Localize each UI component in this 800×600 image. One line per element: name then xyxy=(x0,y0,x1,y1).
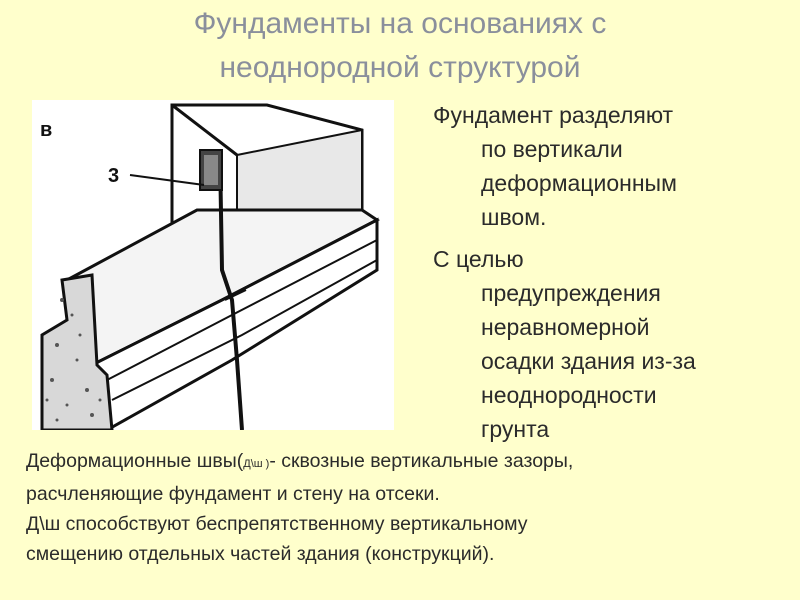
bullet-line: по вертикали xyxy=(481,136,623,162)
bullet-line: С целью xyxy=(433,246,524,272)
bullet-line: неравномерной xyxy=(481,314,650,340)
slide-title: Фундаменты на основаниях с неоднородной … xyxy=(0,2,800,90)
figure-label-number: 3 xyxy=(108,165,119,187)
definition-line-4: смещению отдельных частей здания (констр… xyxy=(26,543,495,565)
bullet-list: Фундамент разделяют по вертикали деформа… xyxy=(433,98,793,454)
bullet-line: предупреждения xyxy=(481,280,661,306)
bullet-line: грунта xyxy=(481,416,550,442)
bullet-line: швом. xyxy=(481,204,547,230)
bullet-line: Фундамент разделяют xyxy=(433,102,674,128)
slide-title-line-1: Фундаменты на основаниях с xyxy=(193,7,607,40)
slide-title-line-2: неоднородной структурой xyxy=(219,51,581,84)
definition-end: - сквозные вертикальные зазоры, xyxy=(269,450,574,472)
definition-text: Деформационные швы(Д\ш )- сквозные верти… xyxy=(26,446,796,569)
bullet-line: неоднородности xyxy=(481,382,657,408)
definition-start: Деформационные швы( xyxy=(26,450,244,472)
bullet-line: осадки здания из-за xyxy=(481,348,696,374)
definition-line-1: Деформационные швы(Д\ш )- сквозные верти… xyxy=(26,446,796,479)
figure-label-letter: в xyxy=(40,119,52,141)
definition-line-3: Д\ш способствуют беспрепятственному верт… xyxy=(26,513,528,535)
foundation-drawing: в 3 xyxy=(40,103,380,430)
definition-line-2: расчленяющие фундамент и стену на отсеки… xyxy=(26,483,440,505)
bullet-item: С целью предупреждения неравномерной оса… xyxy=(433,242,793,446)
bullet-item: Фундамент разделяют по вертикали деформа… xyxy=(433,98,793,234)
definition-abbrev: Д\ш ) xyxy=(243,458,270,470)
bullet-line: деформационным xyxy=(481,170,677,196)
foundation-illustration: в 3 xyxy=(32,100,394,430)
